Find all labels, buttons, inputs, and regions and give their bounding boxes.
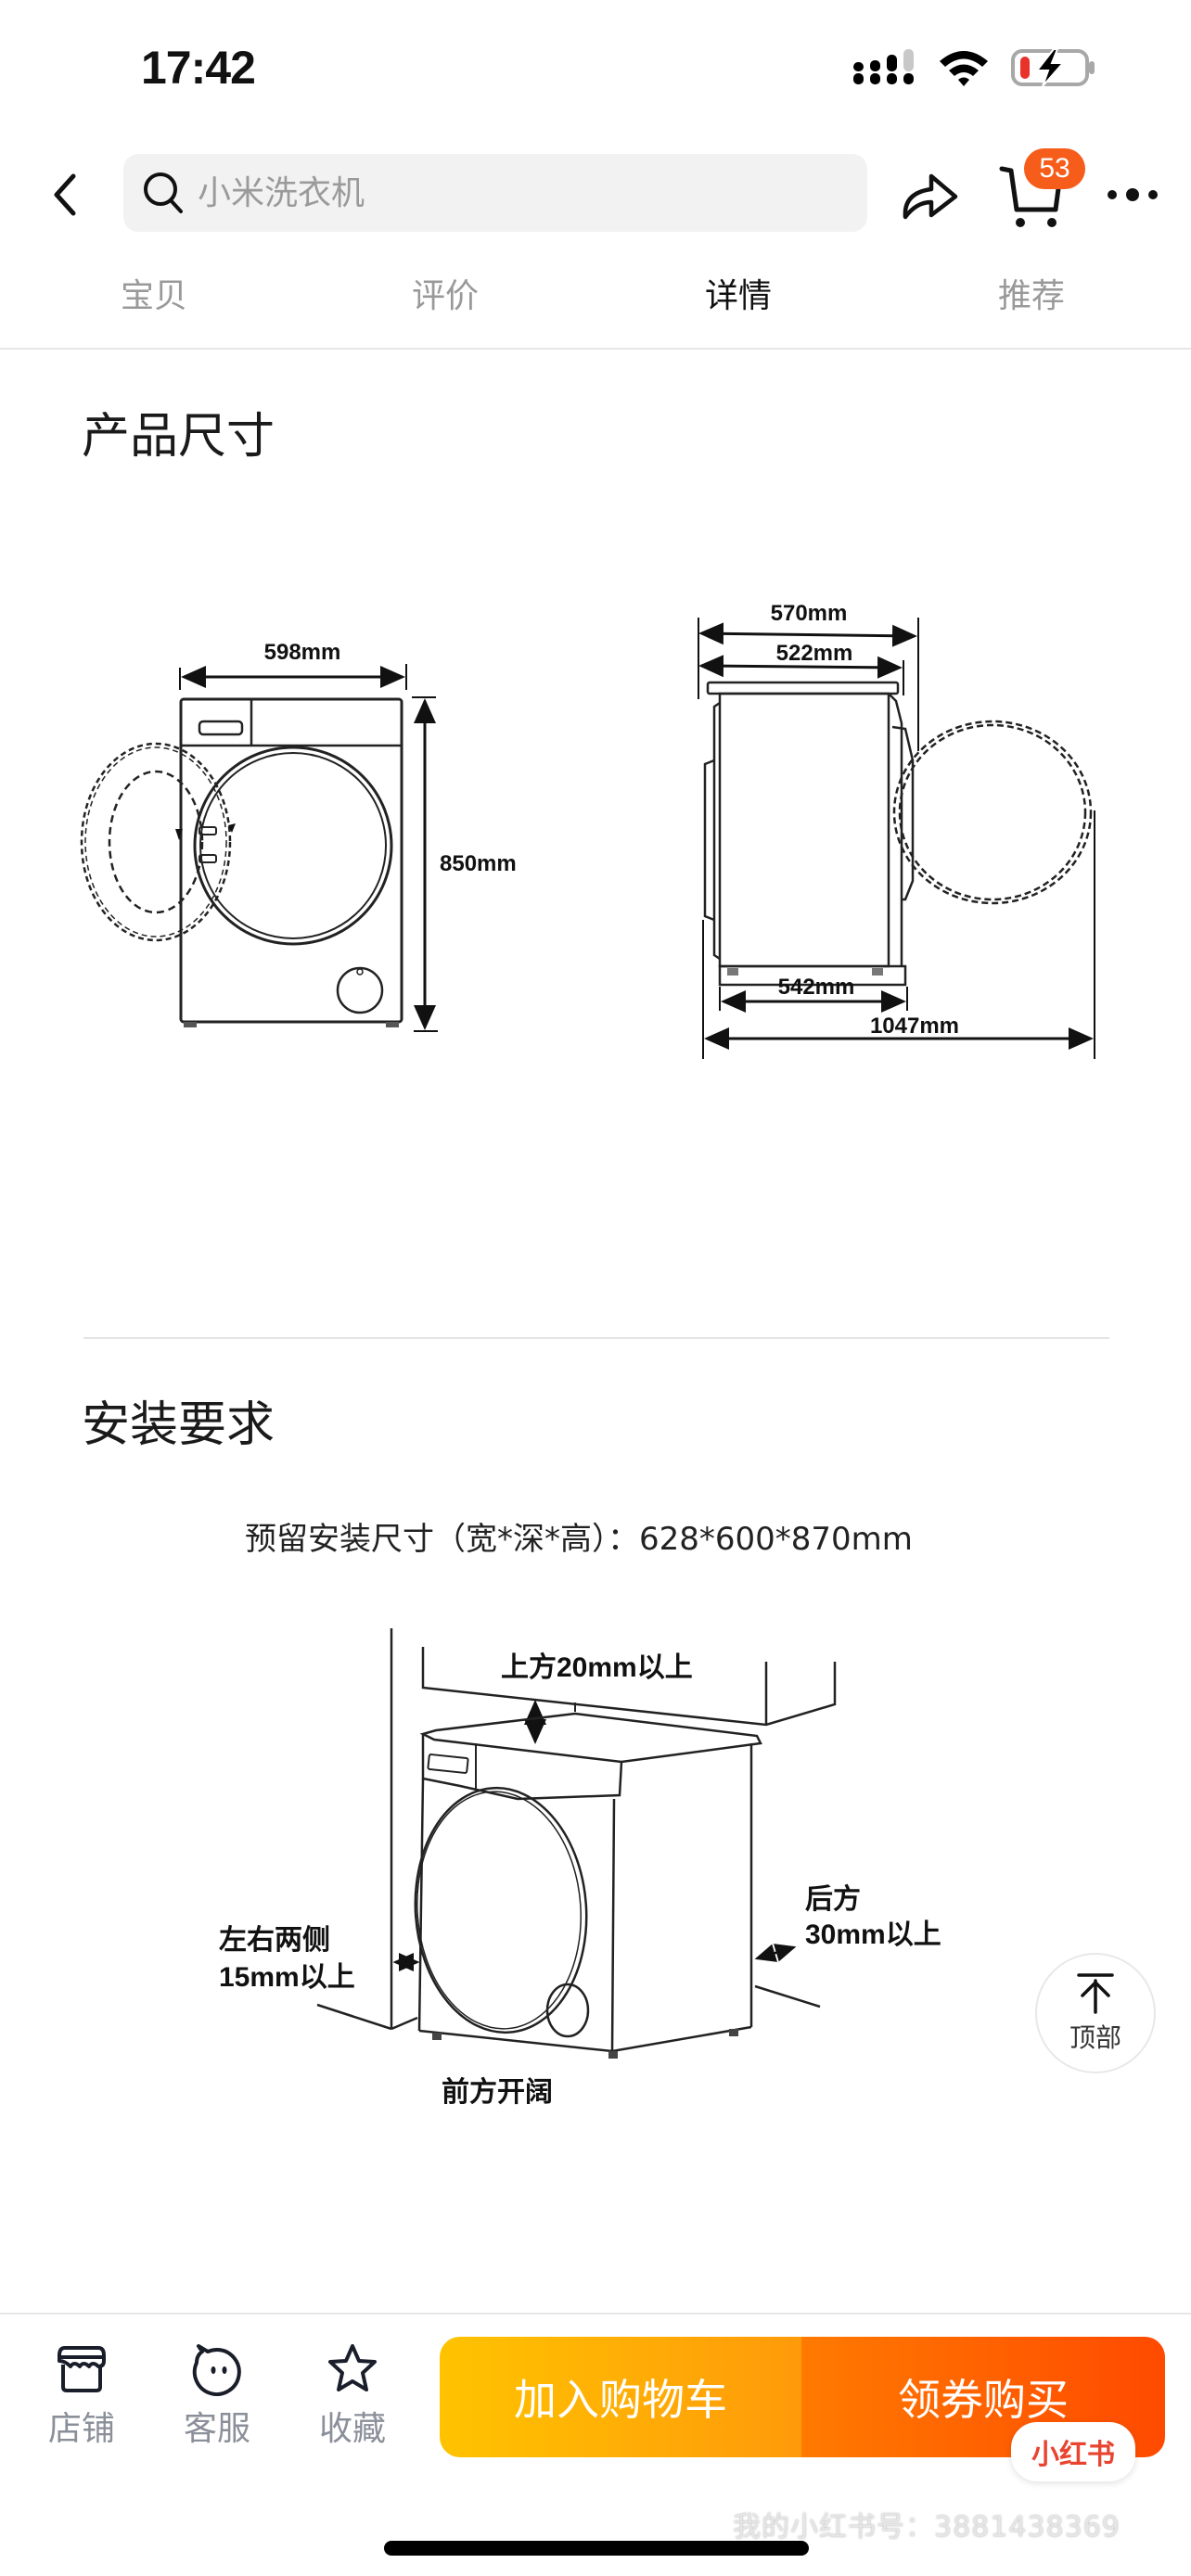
- star-icon: [328, 2344, 377, 2391]
- back-to-top-button[interactable]: 顶部: [1035, 1953, 1156, 2073]
- favorite-button[interactable]: 收藏: [306, 2340, 399, 2450]
- section-title-installation: 安装要求: [82, 1397, 275, 1453]
- wifi-icon: [937, 48, 991, 91]
- arrow-up-icon: [1077, 1973, 1114, 2014]
- cellular-signal-icon: [853, 49, 916, 90]
- store-icon: [58, 2346, 106, 2392]
- add-to-cart-button[interactable]: 加入购物车: [440, 2337, 801, 2457]
- back-chevron-icon: [54, 173, 76, 216]
- share-icon: [903, 173, 958, 220]
- side-clearance-label-1: 左右两侧: [219, 1925, 330, 1956]
- status-bar: 17:42: [0, 0, 1191, 130]
- store-label: 店铺: [47, 2410, 115, 2448]
- tabs-divider: [0, 348, 1191, 350]
- depth-total-label: 570mm: [771, 601, 848, 626]
- front-view-diagram: 598mm 850mm: [80, 640, 517, 1032]
- share-button[interactable]: [896, 163, 963, 230]
- base-label: 542mm: [778, 975, 855, 1000]
- front-clearance-label: 前方开阔: [442, 2076, 553, 2108]
- customer-service-button[interactable]: 客服: [171, 2340, 263, 2450]
- tab-product[interactable]: 宝贝: [121, 277, 188, 315]
- tab-recommend[interactable]: 推荐: [998, 277, 1066, 315]
- tab-reviews[interactable]: 评价: [412, 277, 480, 315]
- tab-details[interactable]: 详情: [705, 277, 773, 315]
- side-view-diagram: 570mm 522mm 542mm 1047mm: [698, 601, 1095, 1059]
- search-box[interactable]: [123, 154, 867, 232]
- front-height-label: 850mm: [440, 851, 517, 876]
- battery-charging-icon: [1011, 47, 1098, 92]
- section-divider: [83, 1337, 1109, 1339]
- more-icon: [1108, 188, 1158, 201]
- customer-service-label: 客服: [183, 2410, 250, 2448]
- top-clearance-label: 上方20mm以上: [501, 1651, 693, 1683]
- bottom-bar-divider: [0, 2313, 1191, 2315]
- status-icons: [853, 48, 1098, 91]
- installation-diagram: 上方20mm以上 左右两侧 15mm以上 后方 30mm以上 前方开阔: [219, 1628, 941, 2108]
- search-input[interactable]: [198, 173, 791, 212]
- cart-count-badge: 53: [1024, 148, 1085, 189]
- purchase-actions: 加入购物车 领券购买: [440, 2337, 1165, 2457]
- back-clearance-label-2: 30mm以上: [805, 1919, 941, 1950]
- status-time: 17:42: [141, 42, 256, 94]
- customer-service-icon: [192, 2344, 241, 2396]
- depth-body-label: 522mm: [776, 641, 853, 666]
- cart-icon: [999, 166, 1062, 227]
- section-title-product-size: 产品尺寸: [82, 409, 275, 465]
- back-to-top-label: 顶部: [1069, 2022, 1121, 2053]
- side-clearance-label-2: 15mm以上: [219, 1962, 355, 1993]
- search-icon: [144, 172, 183, 213]
- home-indicator[interactable]: [384, 2541, 809, 2556]
- detail-tabs: 宝贝 评价 详情 推荐: [0, 269, 1191, 349]
- door-open-label: 1047mm: [870, 1014, 959, 1039]
- store-button[interactable]: 店铺: [35, 2340, 128, 2450]
- cart-button[interactable]: [998, 158, 1072, 232]
- nav-bar: 53: [0, 148, 1191, 241]
- front-width-label: 598mm: [264, 640, 341, 665]
- more-button[interactable]: [1102, 169, 1163, 221]
- favorite-label: 收藏: [318, 2410, 386, 2448]
- watermark-badge: 小红书: [1011, 2422, 1135, 2481]
- install-size-text: 预留安装尺寸（宽*深*高）：628*600*870mm: [245, 1521, 913, 1558]
- watermark-text: 我的小红书号：3881438369: [733, 2511, 1121, 2544]
- back-clearance-label-1: 后方: [805, 1883, 861, 1915]
- back-button[interactable]: [37, 167, 93, 223]
